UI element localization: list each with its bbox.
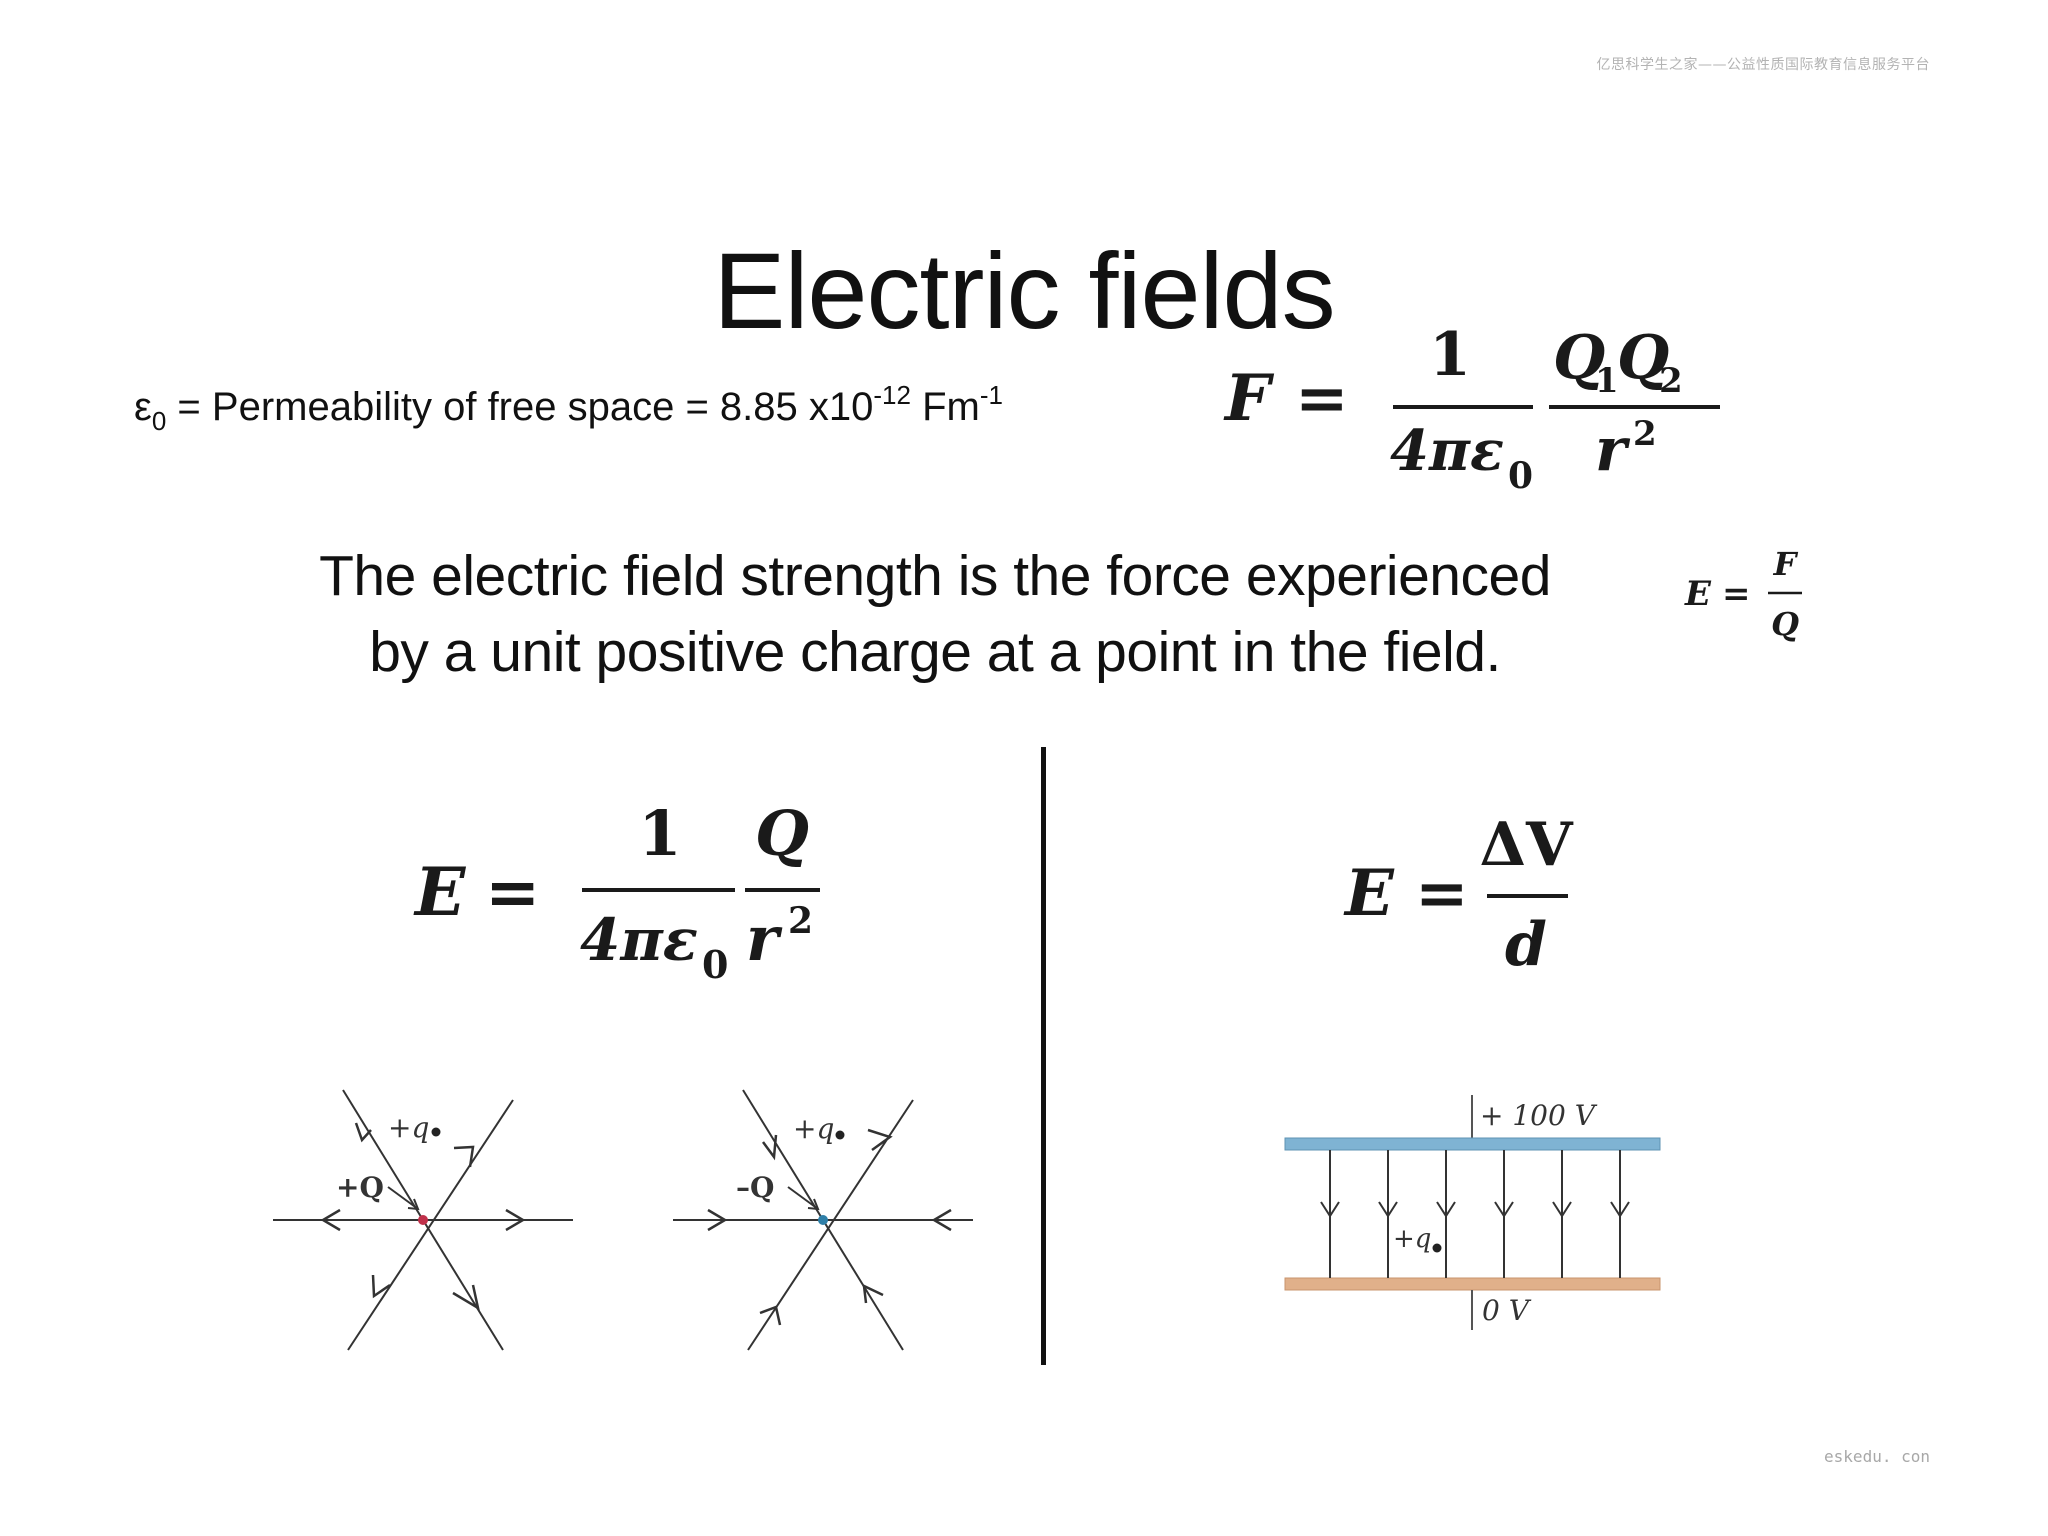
coulomb-lhs: F [1223,361,1275,436]
coulomb-den2-sup: 2 [1633,414,1657,454]
radial-den1: 4πε [580,906,698,974]
radial-num2: Q [755,797,809,870]
radial-den2-sup: 2 [788,900,813,942]
epsilon-symbol: ε [134,385,152,429]
uniform-lhs: E [1343,856,1395,931]
source-charge-dot [818,1215,828,1225]
radial-den2: r [746,902,783,975]
source-charge-label: –Q [736,1171,774,1204]
parallel-plates-diagram: +q + 100 V 0 V [1284,1095,1661,1330]
uniform-equals: = [1415,856,1469,931]
outward-arrowheads [320,1122,526,1311]
test-charge-label: +q [1393,1224,1431,1254]
uniform-field-formula: E = ΔV d [1343,810,1574,980]
coulomb-num2-a: Q [1553,323,1605,393]
inward-arrowheads [707,1128,952,1326]
coulomb-equals: = [1295,361,1349,436]
radial-lhs: E [413,853,467,931]
slide-title: Electric fields [713,230,1335,352]
uniform-den: d [1505,910,1547,980]
coulomb-num1: 1 [1429,320,1471,390]
radial-equals: = [485,853,540,931]
permittivity-constant: ε0 = Permeability of free space = 8.85 x… [134,380,1003,437]
constant-text-b: Fm [910,385,980,429]
field-def-num: F [1773,545,1799,583]
constant-exponent-a: -12 [873,380,911,410]
test-charge-dot [1432,1243,1442,1253]
positive-charge-field-diagram: +q +Q [273,1089,573,1351]
definition-line-2: by a unit positive charge at a point in … [369,620,1501,684]
radial-field-formula: E = 1 4πε 0 Q r 2 [413,797,820,987]
test-charge-label: +q [793,1112,834,1145]
field-lines [1320,1150,1630,1278]
top-plate [1284,1137,1661,1151]
footer-site: eskedu. con [1824,1447,1930,1466]
source-charge-label: +Q [336,1171,384,1204]
constant-exponent-b: -1 [979,380,1003,410]
top-voltage-label: + 100 V [1480,1099,1598,1132]
definition-line-1: The electric field strength is the force… [319,544,1551,608]
coulomb-den1: 4πε [1390,418,1504,484]
radial-den1-sub: 0 [702,942,728,987]
coulomb-num2-sub1: 1 [1595,361,1619,401]
epsilon-subscript: 0 [151,406,167,436]
bottom-plate [1284,1277,1661,1291]
watermark: 亿思科学生之家——公益性质国际教育信息服务平台 [1596,57,1930,73]
bottom-voltage-label: 0 V [1482,1294,1532,1327]
source-charge-dot [418,1215,428,1225]
constant-text-a: = Permeability of free space = 8.85 x10 [166,385,874,429]
radial-num1: 1 [638,797,681,870]
field-def-den: Q [1771,605,1799,643]
field-strength-definition: The electric field strength is the force… [200,538,1670,690]
field-def-equals: = [1722,574,1751,614]
field-definition-formula: E = F Q [1684,545,1802,643]
coulomb-num2-b: Q [1617,323,1669,393]
coulomb-law-formula: F = 1 4πε 0 Q 1 Q 2 r 2 [1223,320,1720,497]
coulomb-den1-sub: 0 [1508,455,1533,497]
uniform-num: ΔV [1479,810,1574,880]
field-def-lhs: E [1684,574,1712,614]
test-charge-dot [835,1130,845,1140]
coulomb-den2: r [1595,415,1631,485]
vertical-divider [1041,747,1046,1365]
test-charge-dot [431,1127,441,1137]
test-charge-label: +q [388,1111,429,1144]
negative-charge-field-diagram: +q –Q [673,1089,973,1351]
coulomb-num2-sub2: 2 [1659,361,1683,401]
